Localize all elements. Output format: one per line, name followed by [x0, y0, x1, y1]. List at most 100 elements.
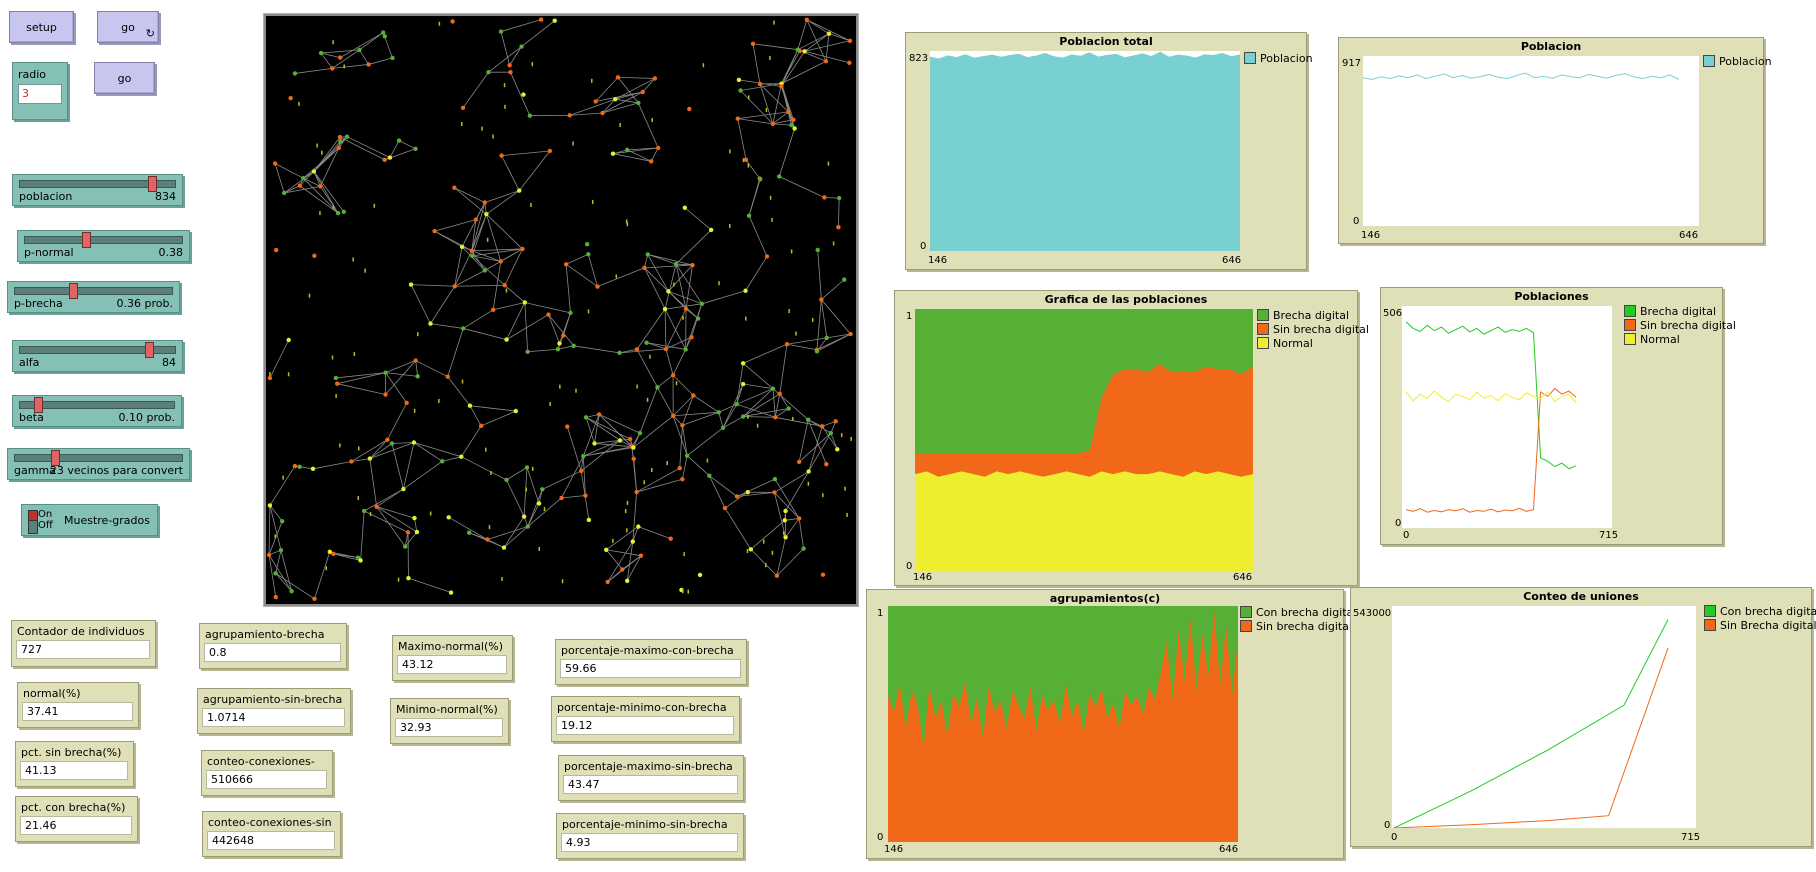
network-edge: [664, 308, 686, 350]
network-edge: [636, 308, 666, 350]
network-edge: [527, 489, 543, 527]
isolated-agent: [771, 217, 773, 222]
network-node: [637, 430, 643, 436]
plot-poblacion: Poblacion 917 0 146 646 Poblacion: [1338, 37, 1772, 244]
isolated-agent: [575, 388, 577, 393]
isolated-agent: [742, 158, 745, 163]
muestre-grados-switch[interactable]: On Off Muestre-grados: [21, 504, 158, 536]
slider-track[interactable]: [14, 454, 183, 462]
radio-input[interactable]: 3: [18, 84, 62, 104]
slider-knob[interactable]: [148, 176, 157, 192]
network-edge: [583, 447, 634, 457]
legend-item: Normal: [1624, 332, 1736, 346]
go-once-button[interactable]: go: [94, 62, 155, 94]
radio-input-box: radio 3: [12, 62, 68, 120]
slider-value: 0.38: [158, 246, 184, 259]
isolated-agent: [269, 371, 271, 376]
network-node: [498, 259, 503, 264]
switch-knob[interactable]: [28, 510, 38, 521]
isolated-agent: [587, 309, 590, 314]
network-edge: [320, 52, 341, 59]
slider-track[interactable]: [19, 180, 176, 188]
network-node: [552, 18, 557, 23]
network-node: [292, 71, 298, 76]
network-node: [358, 558, 363, 563]
world-view[interactable]: [264, 14, 858, 606]
network-edge: [585, 417, 631, 440]
network-edge: [269, 505, 282, 551]
network-node: [385, 437, 390, 442]
slider-track[interactable]: [19, 346, 176, 354]
legend: Brecha digital Sin brecha digital Normal: [1624, 304, 1736, 346]
slider-track[interactable]: [19, 401, 175, 409]
network-edge: [471, 255, 505, 286]
network-edge: [484, 248, 523, 271]
network-node: [374, 504, 379, 509]
slider-knob[interactable]: [145, 342, 154, 358]
network-node: [764, 254, 770, 259]
isolated-agent: [840, 433, 843, 438]
network-edge: [331, 49, 360, 69]
network-node: [390, 55, 395, 61]
network-edge: [657, 374, 674, 388]
network-node: [824, 461, 829, 467]
network-edge: [454, 284, 505, 287]
network-node: [338, 139, 343, 144]
network-edge: [742, 343, 788, 364]
network-node: [847, 38, 853, 43]
isolated-agent: [747, 414, 749, 419]
network-edge: [527, 348, 559, 353]
network-node: [691, 393, 696, 398]
slider-knob[interactable]: [33, 397, 43, 413]
isolated-agent: [287, 372, 290, 377]
monitor-value: 4.93: [561, 833, 738, 852]
isolated-agent: [844, 486, 846, 491]
network-edge: [774, 492, 786, 538]
network-edge: [786, 337, 827, 345]
network-edge: [693, 395, 719, 413]
network-edge: [504, 248, 523, 286]
y-tick-min: 0: [1384, 820, 1391, 831]
network-edge: [602, 91, 643, 114]
network-edge: [665, 303, 702, 310]
series-area-sin-brecha: [888, 610, 1238, 842]
network-node: [655, 145, 661, 151]
slider-knob[interactable]: [81, 232, 91, 248]
isolated-agent: [319, 211, 321, 216]
isolated-agent: [504, 104, 506, 109]
network-node: [707, 473, 712, 478]
setup-button[interactable]: setup: [9, 11, 74, 43]
network-edge: [523, 467, 528, 517]
slider-track[interactable]: [24, 236, 183, 244]
network-node: [547, 148, 553, 154]
network-node: [473, 217, 479, 222]
slider-knob[interactable]: [51, 450, 61, 466]
network-node: [784, 342, 790, 347]
network-node: [311, 169, 317, 174]
isolated-agent: [343, 64, 345, 69]
isolated-agent: [790, 249, 793, 254]
network-edge: [585, 414, 600, 418]
monitor-name: pct. con brecha(%): [21, 801, 126, 814]
network-node: [586, 517, 592, 523]
network-edge: [506, 479, 525, 517]
network-node: [310, 466, 316, 472]
plot-title: Grafica de las poblaciones: [1044, 293, 1208, 306]
series-area-normal: [915, 471, 1253, 571]
slider-knob[interactable]: [68, 283, 78, 299]
y-tick-max: 506: [1383, 308, 1403, 319]
network-edge: [619, 348, 667, 354]
slider-track[interactable]: [14, 287, 173, 295]
network-node: [636, 100, 641, 106]
go-forever-button[interactable]: go↻: [97, 11, 159, 43]
network-edge: [797, 33, 830, 51]
network-edge: [752, 43, 798, 51]
network-edge: [527, 497, 562, 527]
isolated-agent: [649, 354, 651, 359]
